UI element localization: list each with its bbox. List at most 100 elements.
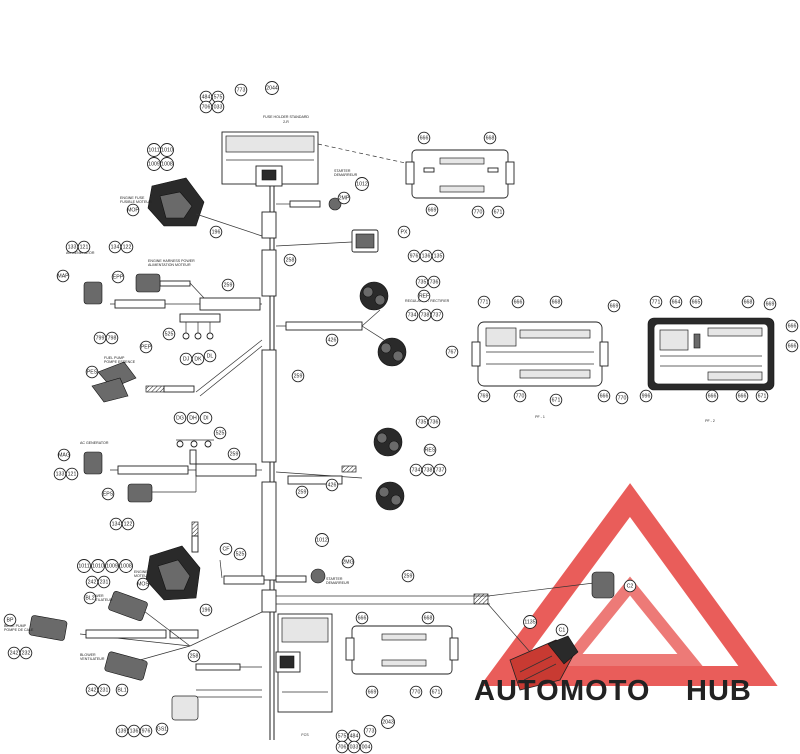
callout-text: EPP	[113, 274, 124, 280]
callout-text: 484	[202, 94, 211, 100]
callout-cbl1: BL1	[115, 683, 129, 697]
callout-c798: 798	[105, 331, 119, 345]
callout-c706b: 706	[335, 740, 349, 754]
callout-cc2: C2	[623, 579, 637, 593]
callout-circle	[97, 683, 111, 697]
callout-circle	[365, 685, 379, 699]
watermark-auto: AUTO	[474, 675, 560, 707]
callout-text: 258	[286, 257, 295, 263]
callout-circle	[19, 646, 33, 660]
callout-text: 134	[112, 521, 121, 527]
blower-bilge-branch: BLOWER VENTILATEUR BILGE PUMP POMPE DE C…	[4, 590, 263, 721]
svg-text:DEMARREUR: DEMARREUR	[326, 581, 350, 585]
callout-circle	[363, 724, 377, 738]
callout-text: 668	[744, 299, 753, 305]
callout-text: 196	[202, 607, 211, 613]
callout-text: 1009	[106, 563, 118, 569]
pf1-label: PF - 1	[535, 415, 545, 419]
callout-text: 136	[130, 728, 139, 734]
callout-c122b: 122	[121, 517, 135, 531]
callout-c242a: 242	[85, 575, 99, 589]
callout-text: 706	[202, 104, 211, 110]
callout-cc1: C1	[555, 623, 569, 637]
regulator-top: REGULATOR - RECTIFIER	[276, 281, 450, 367]
callout-cdk: DK	[191, 352, 205, 366]
callout-text: C2	[627, 583, 634, 589]
callout-cepp: EPP	[111, 270, 125, 284]
callout-text: PES	[87, 369, 98, 375]
callout-text: 1010	[161, 147, 173, 153]
svg-text:AC GENERATOR: AC GENERATOR	[80, 441, 109, 445]
svg-text:AC GENERATOR: AC GENERATOR	[66, 251, 95, 255]
callout-circle	[219, 542, 233, 556]
callout-c671a: 671	[491, 205, 505, 219]
callout-c258b: 258	[187, 649, 201, 663]
callout-circle	[85, 365, 99, 379]
callout-text: 259	[294, 373, 303, 379]
callout-text: 666	[738, 393, 747, 399]
callout-p2_671: 671	[755, 389, 769, 403]
callout-text: 771	[652, 299, 661, 305]
callout-circle	[341, 555, 355, 569]
callout-c706: 706	[199, 100, 213, 114]
callout-circle	[381, 715, 395, 729]
callout-text: 666	[514, 299, 523, 305]
callout-c1010b: 1010	[91, 559, 105, 573]
callout-text: 426	[328, 482, 337, 488]
callout-text: 767	[448, 349, 457, 355]
callout-c666a: 666	[417, 131, 431, 145]
callout-text: 666	[358, 615, 367, 621]
callout-text: 736	[430, 419, 439, 425]
callout-c426b: 426	[325, 478, 339, 492]
callout-c736a: 736	[427, 275, 441, 289]
callout-cdi: DI	[199, 411, 213, 425]
svg-text:POMPE DE CALE: POMPE DE CALE	[4, 628, 34, 632]
fuse-holder-label: FUSE HOLDER STANDARD	[263, 115, 309, 119]
callout-c484b: 484	[347, 729, 361, 743]
svg-text:FUSIBLE MOTEUR: FUSIBLE MOTEUR	[120, 200, 152, 204]
callout-circle	[83, 591, 97, 605]
callout-circle	[315, 533, 329, 547]
callout-cgs1: GS1	[155, 722, 169, 736]
callout-text: 133	[56, 471, 65, 477]
callout-circle	[421, 611, 435, 625]
callout-circle	[105, 559, 119, 573]
fcs-box: FCS	[275, 613, 333, 737]
callout-text: 1008	[161, 161, 173, 167]
callout-p2_771: 771	[649, 295, 663, 309]
callout-circle	[355, 611, 369, 625]
callout-c196b: 196	[199, 603, 213, 617]
callout-text: REF	[419, 293, 429, 299]
watermark-moto: MOTO	[560, 675, 650, 707]
callout-p1_666: 666	[511, 295, 525, 309]
callout-circle	[689, 295, 703, 309]
callout-circle	[511, 295, 525, 309]
callout-c734b: 734	[409, 463, 423, 477]
long-branch-right	[276, 571, 615, 653]
callout-c259a: 259	[221, 278, 235, 292]
callout-text: 242	[10, 650, 19, 656]
callout-c734a: 734	[405, 308, 419, 322]
callout-circle	[427, 275, 441, 289]
callout-text: 426	[328, 337, 337, 343]
callout-circle	[423, 443, 437, 457]
callout-circle	[425, 203, 439, 217]
callout-text: DJ	[183, 356, 190, 362]
callout-circle	[291, 369, 305, 383]
callout-circle	[283, 253, 297, 267]
callout-text: 122	[124, 521, 133, 527]
callout-c1008: 1008	[160, 157, 174, 171]
callout-c232: 232	[19, 646, 33, 660]
callout-c525b: 525	[213, 426, 227, 440]
callout-circle	[705, 389, 719, 403]
callout-p2_996: 996	[639, 389, 653, 403]
callout-cpx: PX	[397, 225, 411, 239]
callout-circle	[417, 131, 431, 145]
connector-detail-bottom	[345, 625, 459, 675]
callout-text: 769	[480, 393, 489, 399]
callout-text: 664	[672, 299, 681, 305]
callout-text: 770	[412, 689, 421, 695]
callout-c575: 575	[211, 90, 225, 104]
callout-p2_664: 664	[669, 295, 683, 309]
callout-cbl2: BL2	[83, 591, 97, 605]
